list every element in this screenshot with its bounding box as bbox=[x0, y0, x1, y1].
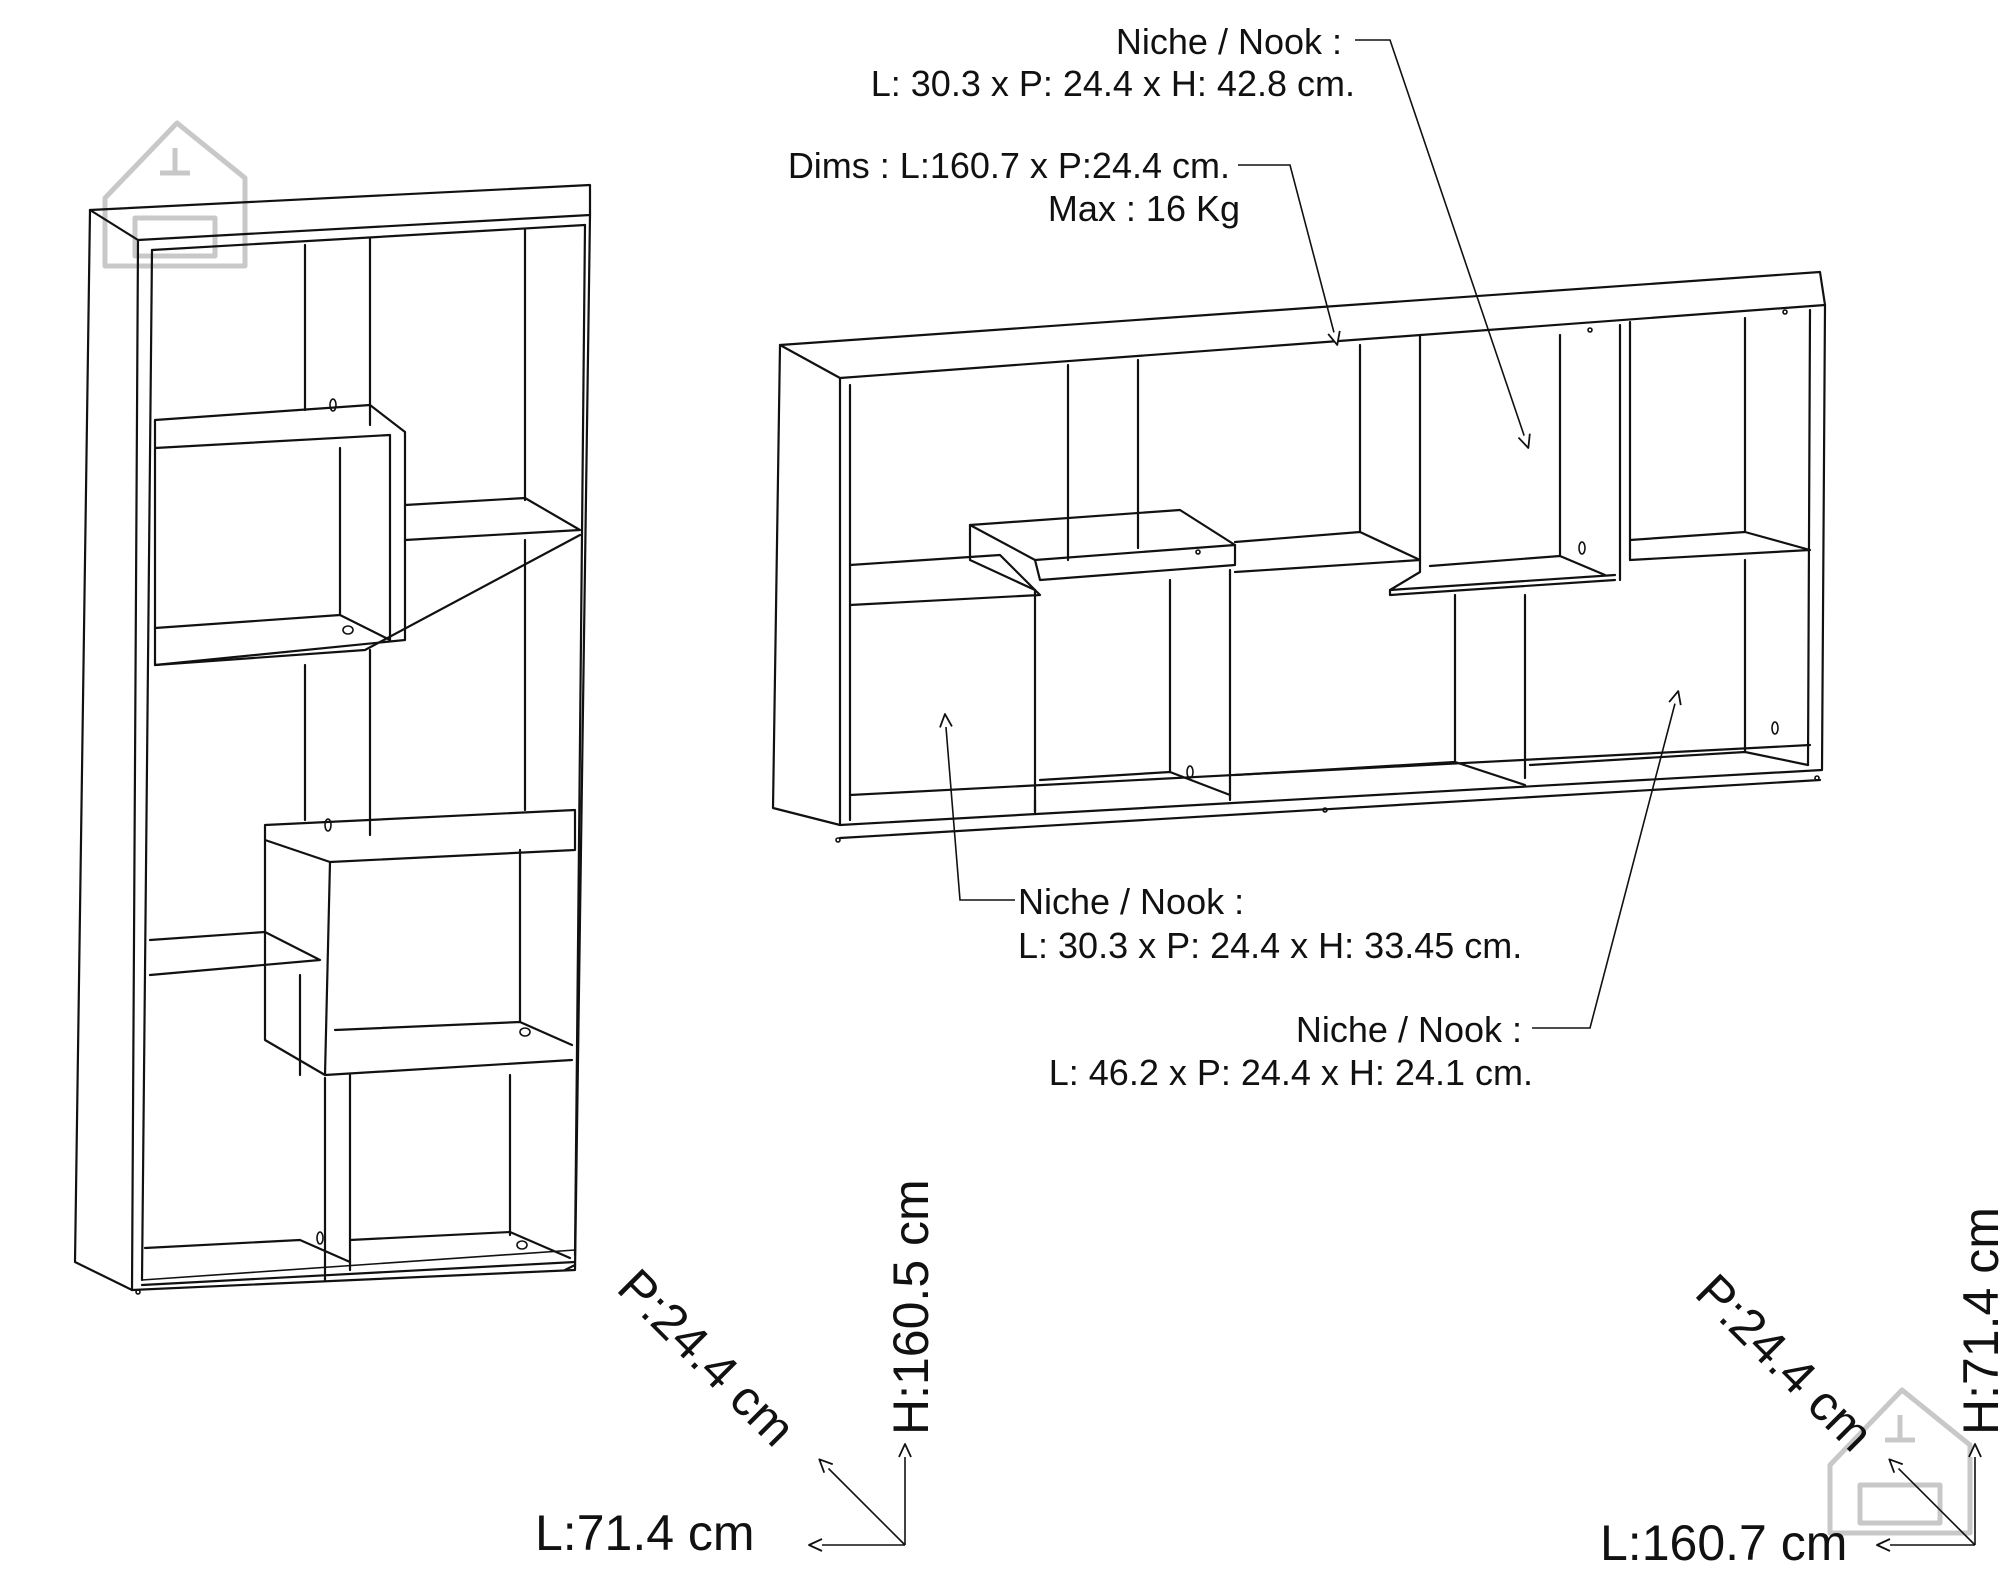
axis-arrows-icon bbox=[808, 1443, 912, 1552]
horizontal-height-dimension: H:71.4 cm bbox=[1953, 1207, 2000, 1435]
low-nook-title: Niche / Nook : bbox=[1296, 1009, 1522, 1050]
annotation-leader-lines bbox=[939, 39, 1682, 1029]
horizontal-depth-dimension: P:24.4 cm bbox=[1685, 1263, 1884, 1462]
axis-arrows-icon bbox=[1876, 1443, 1982, 1552]
house-sofa-logo-icon bbox=[102, 120, 248, 269]
horizontal-bookcase-drawing bbox=[771, 270, 1827, 843]
vertical-depth-dimension: P:24.4 cm bbox=[607, 1258, 806, 1457]
top-nook-title: Niche / Nook : bbox=[1116, 21, 1342, 62]
vertical-bookcase-drawing bbox=[73, 183, 592, 1295]
horizontal-length-dimension: L:160.7 cm bbox=[1600, 1515, 1847, 1569]
mid-nook-dims: L: 30.3 x P: 24.4 x H: 33.45 cm. bbox=[1018, 925, 1522, 966]
vertical-length-dimension: L:71.4 cm bbox=[535, 1505, 755, 1561]
max-load-label: Max : 16 Kg bbox=[1048, 188, 1240, 229]
house-sofa-logo-icon bbox=[1827, 1387, 1973, 1536]
low-nook-dims: L: 46.2 x P: 24.4 x H: 24.1 cm. bbox=[1049, 1052, 1533, 1093]
top-nook-dims: L: 30.3 x P: 24.4 x H: 42.8 cm. bbox=[871, 63, 1355, 104]
overall-dims-label: Dims : L:160.7 x P:24.4 cm. bbox=[788, 145, 1230, 186]
vertical-height-dimension: H:160.5 cm bbox=[883, 1179, 939, 1435]
mid-nook-title: Niche / Nook : bbox=[1018, 881, 1244, 922]
